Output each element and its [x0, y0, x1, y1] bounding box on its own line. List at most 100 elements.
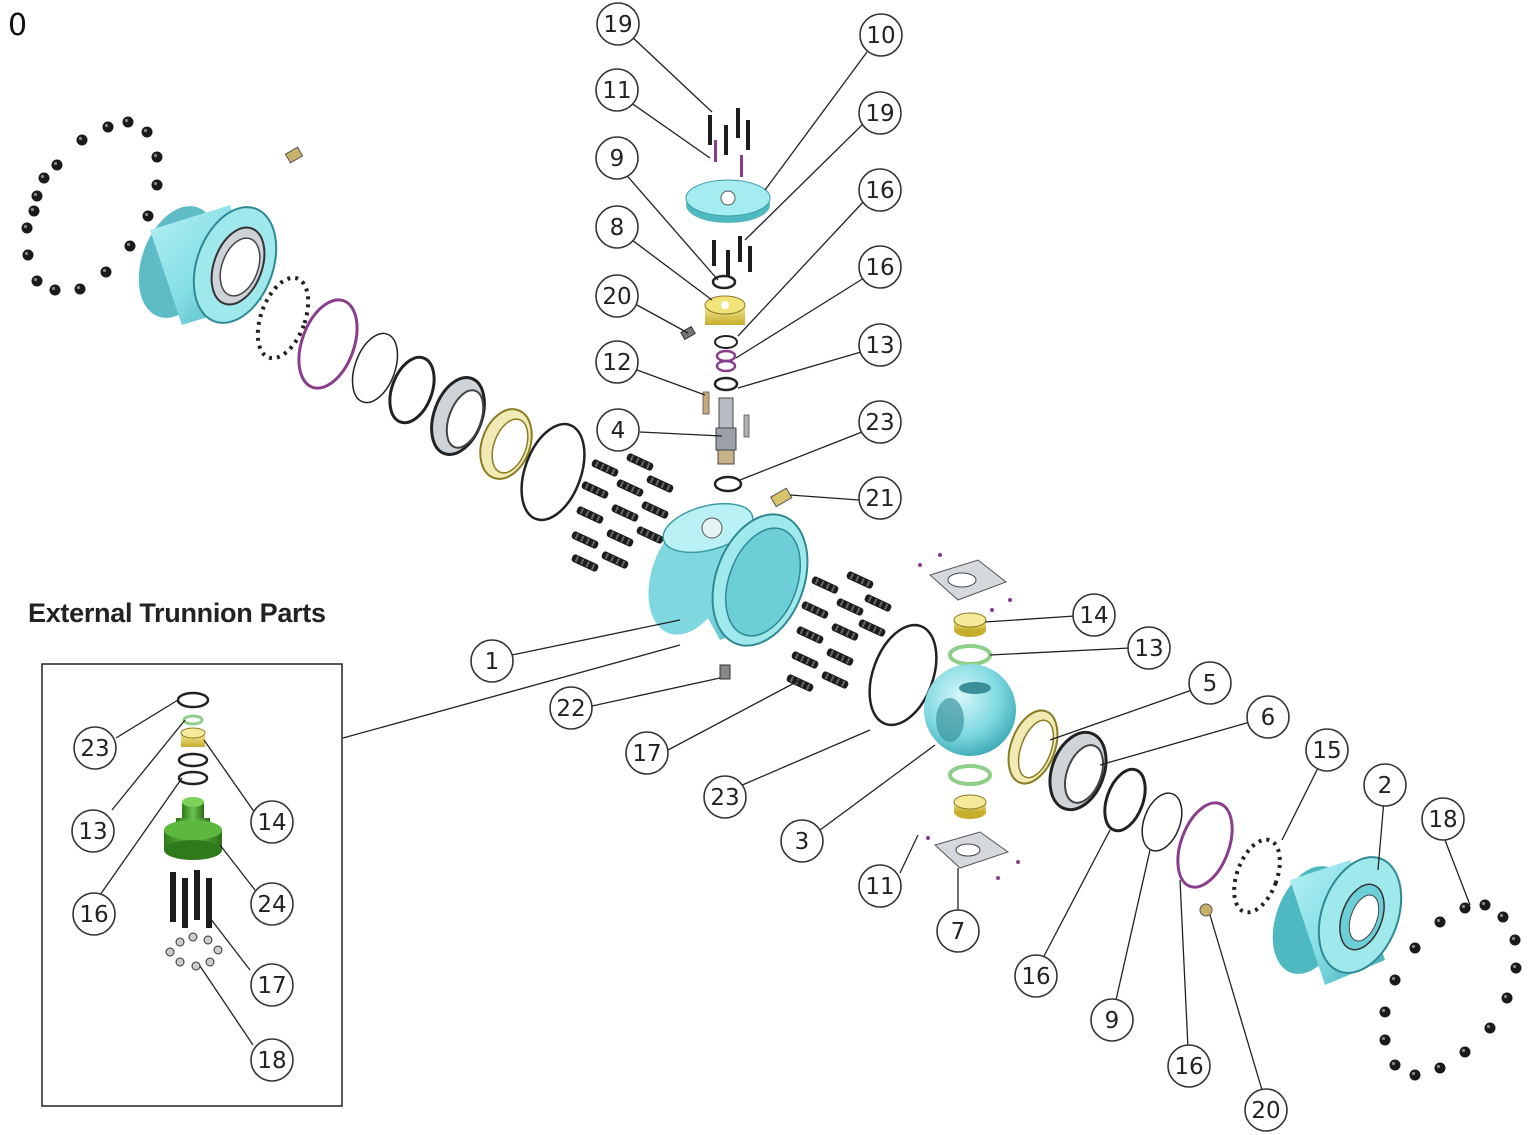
inset-callout-17-label: 17: [257, 973, 286, 999]
inset-callout-18-label: 18: [257, 1048, 286, 1074]
callout-23a: 23: [858, 400, 902, 444]
inset-callout-24-label: 24: [257, 892, 286, 918]
callout-21-label: 21: [865, 486, 894, 512]
left-seat-ring: [430, 376, 486, 456]
bottom-green-seal: [948, 764, 992, 786]
callout-15-label: 15: [1312, 738, 1341, 764]
callout-1-label: 1: [485, 649, 500, 675]
top-bushing: [953, 612, 987, 637]
callout-7-label: 7: [951, 919, 966, 945]
left-fitting: [284, 146, 304, 164]
callout-16d: 16: [1167, 1044, 1211, 1088]
callout-13b-label: 13: [1134, 636, 1163, 662]
callout-16a: 16: [858, 168, 902, 212]
callout-23a-label: 23: [865, 410, 894, 436]
callout-11-label: 11: [602, 78, 631, 104]
callout-16b-label: 16: [865, 255, 894, 281]
callout-9b: 9: [1090, 998, 1134, 1042]
callout-13a-label: 13: [865, 333, 894, 359]
inset-callout-14: 14: [250, 800, 294, 844]
callout-5: 5: [1188, 661, 1232, 705]
callout-23b: 23: [703, 775, 747, 819]
callout-19b: 19: [858, 91, 902, 135]
callout-19b-label: 19: [865, 101, 894, 127]
right-brass-ring: [1007, 709, 1059, 785]
stem-parts: [680, 274, 750, 493]
callout-8: 8: [595, 205, 639, 249]
callout-18-label: 18: [1428, 807, 1457, 833]
callout-19-label: 19: [603, 12, 632, 38]
inset-callout-14-label: 14: [257, 810, 286, 836]
right-end-cap: [1272, 856, 1403, 985]
callout-12-label: 12: [602, 350, 631, 376]
inset-callout-13-label: 13: [78, 819, 107, 845]
callout-9-label: 9: [610, 146, 625, 172]
callout-14: 14: [1072, 593, 1116, 637]
left-body-gasket: [520, 422, 586, 522]
top-bolts: [708, 108, 750, 177]
valve-body: [648, 502, 809, 647]
bottom-bushing: [953, 794, 987, 819]
inset-callout-13: 13: [71, 809, 115, 853]
ball: [924, 664, 1016, 756]
callout-2: 2: [1363, 763, 1407, 807]
callout-21: 21: [858, 476, 902, 520]
callout-20b-label: 20: [1251, 1098, 1280, 1124]
inset-callout-24: 24: [250, 882, 294, 926]
callout-9b-label: 9: [1105, 1008, 1120, 1034]
bottom-trunnion-plate: [926, 831, 1020, 880]
inset-callout-18: 18: [250, 1038, 294, 1082]
callout-3-label: 3: [795, 829, 810, 855]
inset-callout-23: 23: [73, 726, 117, 770]
callout-19: 19: [596, 2, 640, 46]
callout-20: 20: [595, 274, 639, 318]
callout-16c: 16: [1014, 954, 1058, 998]
callout-12: 12: [595, 340, 639, 384]
inset-title: External Trunnion Parts: [28, 598, 326, 628]
left-brass-ring: [479, 408, 533, 480]
body-fitting: [719, 487, 793, 680]
callout-11b: 11: [858, 864, 902, 908]
callout-11b-label: 11: [865, 874, 894, 900]
callout-17: 17: [625, 731, 669, 775]
callout-13b: 13: [1127, 626, 1171, 670]
callout-17-label: 17: [632, 741, 661, 767]
left-seal-rings: [297, 298, 436, 425]
leader-lines: [99, 34, 1471, 1091]
callout-15: 15: [1305, 728, 1349, 772]
callout-22: 22: [549, 686, 593, 730]
right-seat-ring: [1048, 730, 1108, 812]
callout-18: 18: [1421, 797, 1465, 841]
callout-7: 7: [936, 909, 980, 953]
callout-10-label: 10: [866, 23, 895, 49]
right-body-gasket: [868, 623, 938, 727]
top-green-seal: [948, 644, 992, 666]
callout-10: 10: [859, 13, 903, 57]
callout-4-label: 4: [611, 418, 626, 444]
right-fitting: [1199, 903, 1213, 917]
callout-3: 3: [780, 819, 824, 863]
callout-16d-label: 16: [1174, 1054, 1203, 1080]
callout-16b: 16: [858, 245, 902, 289]
callout-4: 4: [596, 408, 640, 452]
callout-2-label: 2: [1378, 773, 1393, 799]
callout-8-label: 8: [610, 215, 625, 241]
callout-6: 6: [1246, 695, 1290, 739]
right-seal-rings: [1103, 767, 1234, 889]
callout-9: 9: [595, 136, 639, 180]
left-small-nuts-ring: [255, 275, 311, 361]
callout-1: 1: [470, 639, 514, 683]
left-end-cap: [138, 205, 278, 325]
top-trunnion-plate: [918, 553, 1012, 612]
inset-callout-16-label: 16: [79, 902, 108, 928]
callout-6-label: 6: [1261, 705, 1276, 731]
top-flange: [685, 179, 771, 223]
inset-callout-23-label: 23: [80, 736, 109, 762]
inset-callout-16: 16: [72, 892, 116, 936]
page-number: 0: [8, 8, 28, 43]
callout-16c-label: 16: [1021, 964, 1050, 990]
callout-20b: 20: [1244, 1088, 1288, 1132]
callout-16a-label: 16: [865, 178, 894, 204]
callout-14-label: 14: [1079, 603, 1108, 629]
callout-13a: 13: [858, 323, 902, 367]
